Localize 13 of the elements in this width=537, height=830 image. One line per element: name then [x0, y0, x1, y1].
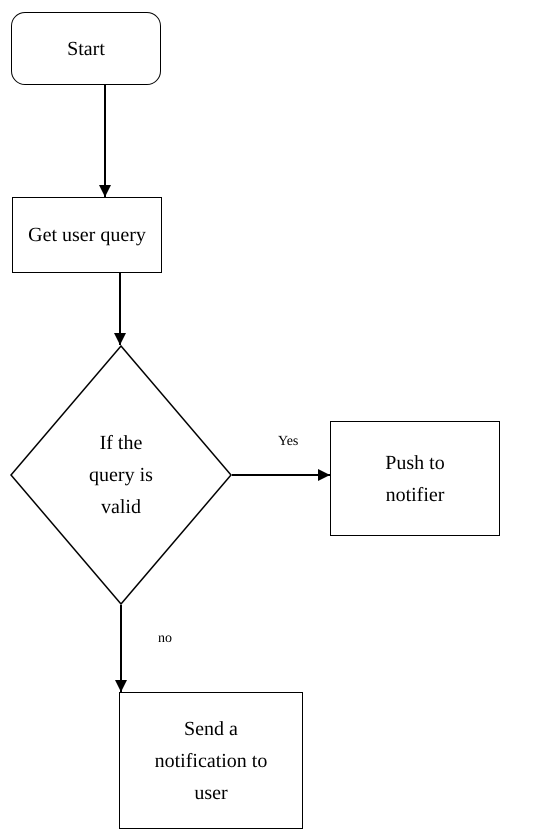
- node-label: Push to notifier: [384, 450, 446, 508]
- node-label: If the query is valid: [88, 431, 154, 520]
- start-box: [11, 12, 161, 85]
- node-label: Get user query: [28, 223, 146, 248]
- arrow: [99, 85, 111, 197]
- arrow: [114, 273, 126, 345]
- arrow: [232, 469, 330, 481]
- arrow: [115, 605, 127, 692]
- node-label: Send a notification to user: [154, 716, 268, 806]
- process-box: [119, 692, 303, 829]
- process-box: [330, 421, 500, 536]
- node-label: Start: [67, 36, 105, 62]
- process-box: [12, 197, 162, 273]
